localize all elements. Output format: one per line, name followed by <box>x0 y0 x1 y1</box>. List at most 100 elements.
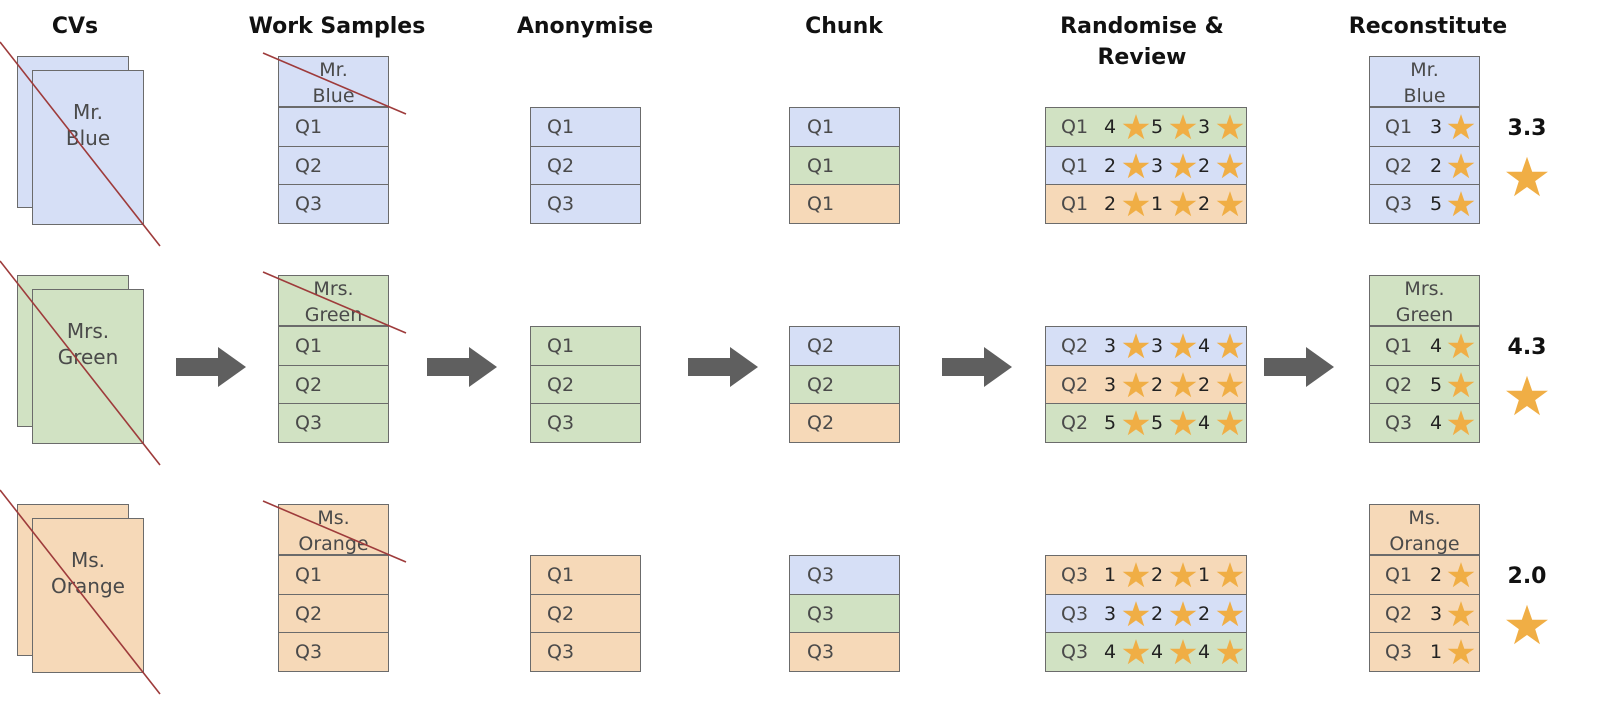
question-label: Q2 <box>547 602 575 625</box>
candidate-name: Ms. Orange <box>1389 507 1460 555</box>
review-cell: Q3 <box>1045 632 1247 672</box>
arrow-right-icon <box>427 347 497 387</box>
cv-name: Mr. Blue <box>65 100 111 150</box>
question-label: Q3 <box>547 412 575 434</box>
chunk-cell: Q1 <box>789 145 900 185</box>
star-icon <box>1169 600 1197 626</box>
review-score: 5 <box>1151 116 1164 138</box>
question-label: Q1 <box>547 335 575 357</box>
review-score: 5 <box>1151 412 1164 434</box>
review-cell: Q2 <box>1045 326 1247 366</box>
arrow-right-icon <box>688 347 758 387</box>
star-icon <box>1122 410 1150 436</box>
question-score: 4 <box>1430 412 1443 434</box>
star-icon <box>1216 333 1244 359</box>
star-icon <box>1122 371 1150 397</box>
star-icon <box>1169 639 1197 665</box>
work-sample-name: Mrs. Green <box>278 275 389 326</box>
question-label: Q1 <box>1385 116 1413 138</box>
question-score: 1 <box>1430 641 1443 663</box>
review-score: 2 <box>1151 564 1164 586</box>
star-icon <box>1447 639 1475 665</box>
review-cell: Q1 <box>1045 145 1247 185</box>
anon-cell: Q3 <box>530 184 641 224</box>
question-label: Q1 <box>1061 154 1089 177</box>
star-icon <box>1506 604 1548 645</box>
question-label: Q2 <box>807 412 835 434</box>
reconstitute-name: Ms. Orange <box>1369 504 1480 555</box>
work-sample-cell: Q1 <box>278 107 389 147</box>
star-icon <box>1216 600 1244 626</box>
chunk-cell: Q1 <box>789 107 900 147</box>
star-icon <box>1216 114 1244 140</box>
star-icon <box>1169 562 1197 588</box>
question-label: Q2 <box>295 373 323 396</box>
work-sample-cell: Q2 <box>278 364 389 404</box>
column-header: Work Samples <box>248 14 426 39</box>
arrow-right-icon <box>1264 347 1334 387</box>
candidate-name: Mrs. Green <box>1395 278 1454 326</box>
average-score: 4.3 <box>1507 335 1547 360</box>
question-label: Q2 <box>807 373 835 396</box>
arrow-right-icon <box>176 347 246 387</box>
average-score: 3.3 <box>1507 116 1547 141</box>
review-score: 4 <box>1104 641 1117 663</box>
anon-cell: Q2 <box>530 364 641 404</box>
review-score: 3 <box>1151 335 1164 357</box>
candidate-name: Mr. Blue <box>312 59 355 107</box>
review-score: 3 <box>1151 154 1164 177</box>
question-label: Q1 <box>807 116 835 138</box>
question-label: Q1 <box>1385 335 1413 357</box>
arrow-right-icon <box>942 347 1012 387</box>
question-label: Q3 <box>1385 193 1413 215</box>
work-sample-cell: Q1 <box>278 555 389 595</box>
star-icon <box>1122 191 1150 217</box>
question-label: Q3 <box>807 564 835 586</box>
question-label: Q2 <box>295 602 323 625</box>
star-icon <box>1216 410 1244 436</box>
review-cell: Q2 <box>1045 403 1247 443</box>
average-score: 2.0 <box>1507 564 1547 589</box>
question-label: Q1 <box>1061 193 1089 215</box>
work-sample-cell: Q2 <box>278 145 389 185</box>
question-score: 3 <box>1430 602 1443 625</box>
question-label: Q2 <box>295 154 323 177</box>
review-score: 1 <box>1151 193 1164 215</box>
question-label: Q1 <box>295 564 323 586</box>
work-sample-name: Mr. Blue <box>278 56 389 107</box>
question-score: 2 <box>1430 154 1443 177</box>
review-cell: Q1 <box>1045 184 1247 224</box>
star-icon <box>1169 114 1197 140</box>
star-icon <box>1122 639 1150 665</box>
anon-cell: Q3 <box>530 403 641 443</box>
review-cell: Q1 <box>1045 107 1247 147</box>
review-score: 2 <box>1151 602 1164 625</box>
star-icon <box>1447 191 1475 217</box>
question-label: Q2 <box>1385 154 1413 177</box>
question-label: Q3 <box>295 193 323 215</box>
star-icon <box>1122 114 1150 140</box>
review-score: 1 <box>1104 564 1117 586</box>
anon-cell: Q2 <box>530 145 641 185</box>
review-score: 3 <box>1104 373 1117 396</box>
question-score: 3 <box>1430 116 1443 138</box>
question-label: Q1 <box>807 193 835 215</box>
star-icon <box>1447 410 1475 436</box>
question-label: Q2 <box>807 335 835 357</box>
star-icon <box>1447 600 1475 626</box>
review-score: 4 <box>1151 641 1164 663</box>
question-label: Q3 <box>1061 641 1089 663</box>
review-score: 3 <box>1104 602 1117 625</box>
review-score: 1 <box>1198 564 1211 586</box>
star-icon <box>1447 152 1475 178</box>
question-label: Q1 <box>807 154 835 177</box>
work-sample-name: Ms. Orange <box>278 504 389 555</box>
question-label: Q1 <box>1061 116 1089 138</box>
column-header: Chunk <box>805 14 883 39</box>
column-header: Randomise & Review <box>1060 14 1224 70</box>
question-score: 2 <box>1430 564 1443 586</box>
question-label: Q3 <box>547 193 575 215</box>
question-label: Q2 <box>547 373 575 396</box>
question-label: Q3 <box>1061 564 1089 586</box>
